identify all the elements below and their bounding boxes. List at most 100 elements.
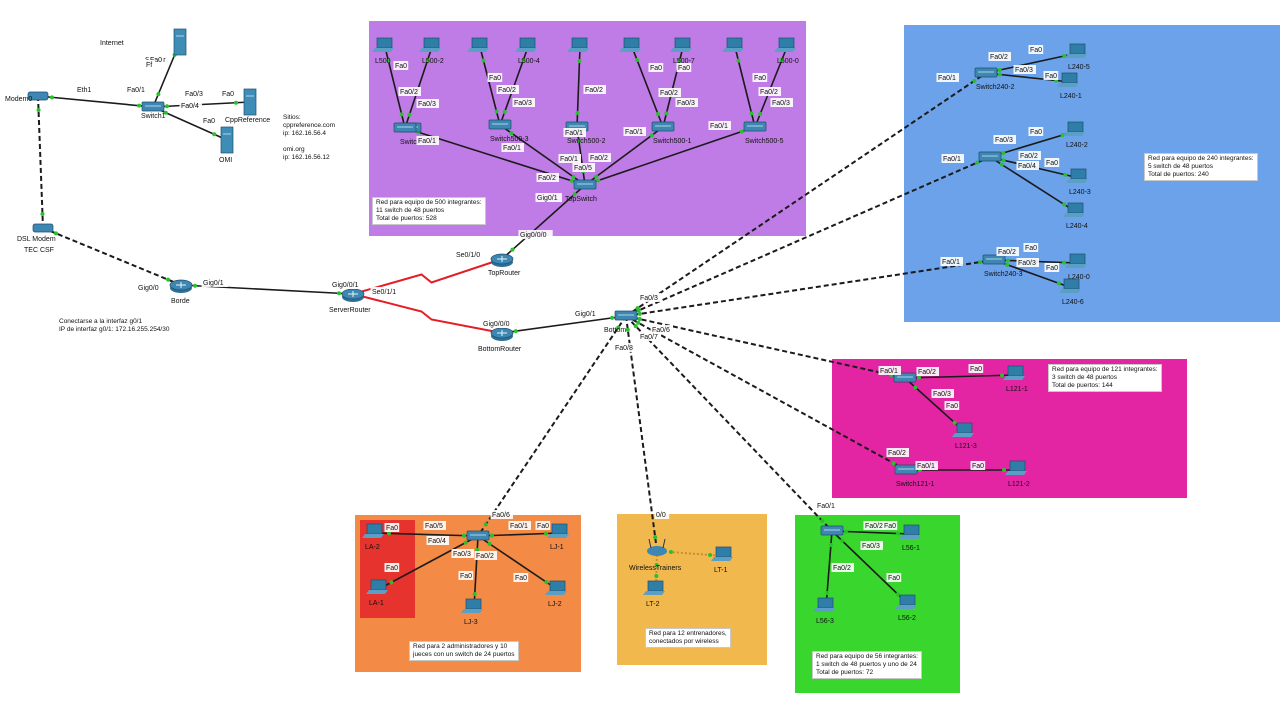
- switch121-1-switch-icon[interactable]: [894, 464, 918, 475]
- device-label-l240-5: L240-5: [1068, 64, 1090, 71]
- port-status-dot: [572, 192, 577, 197]
- cable-link: [584, 126, 664, 186]
- switch500-5-switch-icon[interactable]: [743, 121, 767, 132]
- wirelesstrainers-wireless-icon[interactable]: [647, 538, 667, 556]
- port-label: Fa0/8: [615, 345, 633, 352]
- port-label: Fa0/6: [652, 327, 670, 334]
- l240-0-laptop-icon[interactable]: [1065, 253, 1087, 268]
- port-label-bg: [770, 98, 793, 107]
- l500-0-laptop-icon[interactable]: [774, 37, 796, 52]
- cable-link: [625, 315, 907, 471]
- l121-1-laptop-icon[interactable]: [1003, 365, 1025, 380]
- switch500-3-switch-icon[interactable]: [488, 119, 512, 130]
- l121-2-laptop-icon[interactable]: [1005, 460, 1027, 475]
- extra-device-2-switch-icon[interactable]: [893, 372, 917, 383]
- device-label-l56-1: L56-1: [902, 545, 920, 552]
- bottom-switch-icon[interactable]: [614, 310, 638, 321]
- port-label: Gig0/0/1: [332, 282, 359, 289]
- cable-link: [501, 184, 586, 260]
- lj-3-laptop-icon[interactable]: [461, 598, 483, 613]
- l56-3-laptop-icon[interactable]: [813, 597, 835, 612]
- switch1-switch-icon[interactable]: [141, 101, 165, 112]
- port-label-bg: [1023, 243, 1039, 252]
- port-status-dot: [978, 260, 983, 265]
- extra-device-6-laptop-icon[interactable]: [567, 37, 589, 52]
- port-label-bg: [886, 448, 909, 457]
- switch500-1-switch-icon[interactable]: [651, 121, 675, 132]
- l56-1-laptop-icon[interactable]: [899, 524, 921, 539]
- port-label-bg: [882, 521, 898, 530]
- port-label: Fa0/3: [1018, 260, 1036, 267]
- l500-4-laptop-icon[interactable]: [515, 37, 537, 52]
- toprouter-router-icon[interactable]: [490, 253, 514, 267]
- note-red-240: Red para equipo de 240 integrantes: 5 sw…: [1144, 153, 1258, 181]
- l240-1-laptop-icon[interactable]: [1057, 72, 1079, 87]
- borde-router-icon[interactable]: [169, 279, 193, 293]
- topswitch-switch-icon[interactable]: [573, 179, 597, 190]
- server-server-icon[interactable]: [173, 28, 187, 56]
- extra-device-1-switch-icon[interactable]: [978, 151, 1002, 162]
- extra-device-5-laptop-icon[interactable]: [467, 37, 489, 52]
- device-label-switch500-5: Switch500-5: [745, 138, 784, 145]
- switch240-2-switch-icon[interactable]: [974, 67, 998, 78]
- lt-2-laptop-icon[interactable]: [643, 580, 665, 595]
- l500-laptop-icon[interactable]: [372, 37, 394, 52]
- l240-2-laptop-icon[interactable]: [1063, 121, 1085, 136]
- port-label-bg: [572, 163, 595, 172]
- port-label: Fa0/2: [833, 565, 851, 572]
- dsl-modem-modem-icon[interactable]: [32, 223, 54, 233]
- port-label: Fa0/1: [817, 503, 835, 510]
- la-2-laptop-icon[interactable]: [362, 523, 384, 538]
- l500-2-laptop-icon[interactable]: [419, 37, 441, 52]
- cppreference-server-icon[interactable]: [243, 88, 257, 116]
- extra-device-3-switch-icon[interactable]: [820, 525, 844, 536]
- port-status-dot: [1005, 262, 1010, 267]
- la-1-laptop-icon[interactable]: [366, 579, 388, 594]
- l240-6-laptop-icon[interactable]: [1059, 278, 1081, 293]
- port-label-bg: [996, 247, 1019, 256]
- port-status-dot: [337, 291, 342, 296]
- port-label-bg: [860, 541, 883, 550]
- lt-1-laptop-icon[interactable]: [711, 546, 733, 561]
- device-label-bottom: Bottom: [604, 327, 626, 334]
- cable-link: [378, 535, 479, 590]
- port-label-bg: [75, 85, 95, 94]
- cable-link: [625, 72, 987, 317]
- l240-4-laptop-icon[interactable]: [1063, 202, 1085, 217]
- switch240-3-switch-icon[interactable]: [982, 254, 1006, 265]
- l240-3-laptop-icon[interactable]: [1066, 168, 1088, 183]
- extra-device-7-laptop-icon[interactable]: [619, 37, 641, 52]
- extra-device-8-laptop-icon[interactable]: [722, 37, 744, 52]
- omi-server-icon[interactable]: [220, 126, 234, 154]
- device-label-wirelesstrainers: WirelessTrainers: [629, 565, 682, 572]
- l56-2-laptop-icon[interactable]: [895, 594, 917, 609]
- port-label: Fa0: [489, 75, 501, 82]
- port-label-bg: [1028, 127, 1044, 136]
- extra-device-0-switch-icon[interactable]: [393, 122, 417, 133]
- serverrouter-router-icon[interactable]: [341, 288, 365, 302]
- bottomrouter-router-icon[interactable]: [490, 327, 514, 341]
- l240-5-laptop-icon[interactable]: [1065, 43, 1087, 58]
- port-label: Fa0/5: [425, 523, 443, 530]
- l500-7-laptop-icon[interactable]: [670, 37, 692, 52]
- port-label: Fa0/1: [938, 75, 956, 82]
- port-status-dot: [635, 58, 640, 63]
- modem0-modem-icon[interactable]: [27, 91, 49, 101]
- port-status-dot: [386, 531, 391, 536]
- device-label-dsl-modem: DSL Modem: [17, 236, 56, 243]
- port-label-bg: [638, 293, 661, 302]
- cable-link: [584, 126, 756, 186]
- port-label-bg: [144, 60, 156, 69]
- lj-2-laptop-icon[interactable]: [545, 580, 567, 595]
- port-label-bg: [1018, 151, 1041, 160]
- port-label: Fa0/3: [514, 100, 532, 107]
- port-label: Fa0/3: [772, 100, 790, 107]
- extra-device-4-switch-icon[interactable]: [466, 530, 490, 541]
- l121-3-laptop-icon[interactable]: [952, 422, 974, 437]
- port-label: Fa0: [1046, 160, 1058, 167]
- note-red-121: Red para equipo de 121 integrantes: 3 sw…: [1048, 364, 1162, 392]
- lj-1-laptop-icon[interactable]: [547, 523, 569, 538]
- port-status-dot: [677, 58, 682, 63]
